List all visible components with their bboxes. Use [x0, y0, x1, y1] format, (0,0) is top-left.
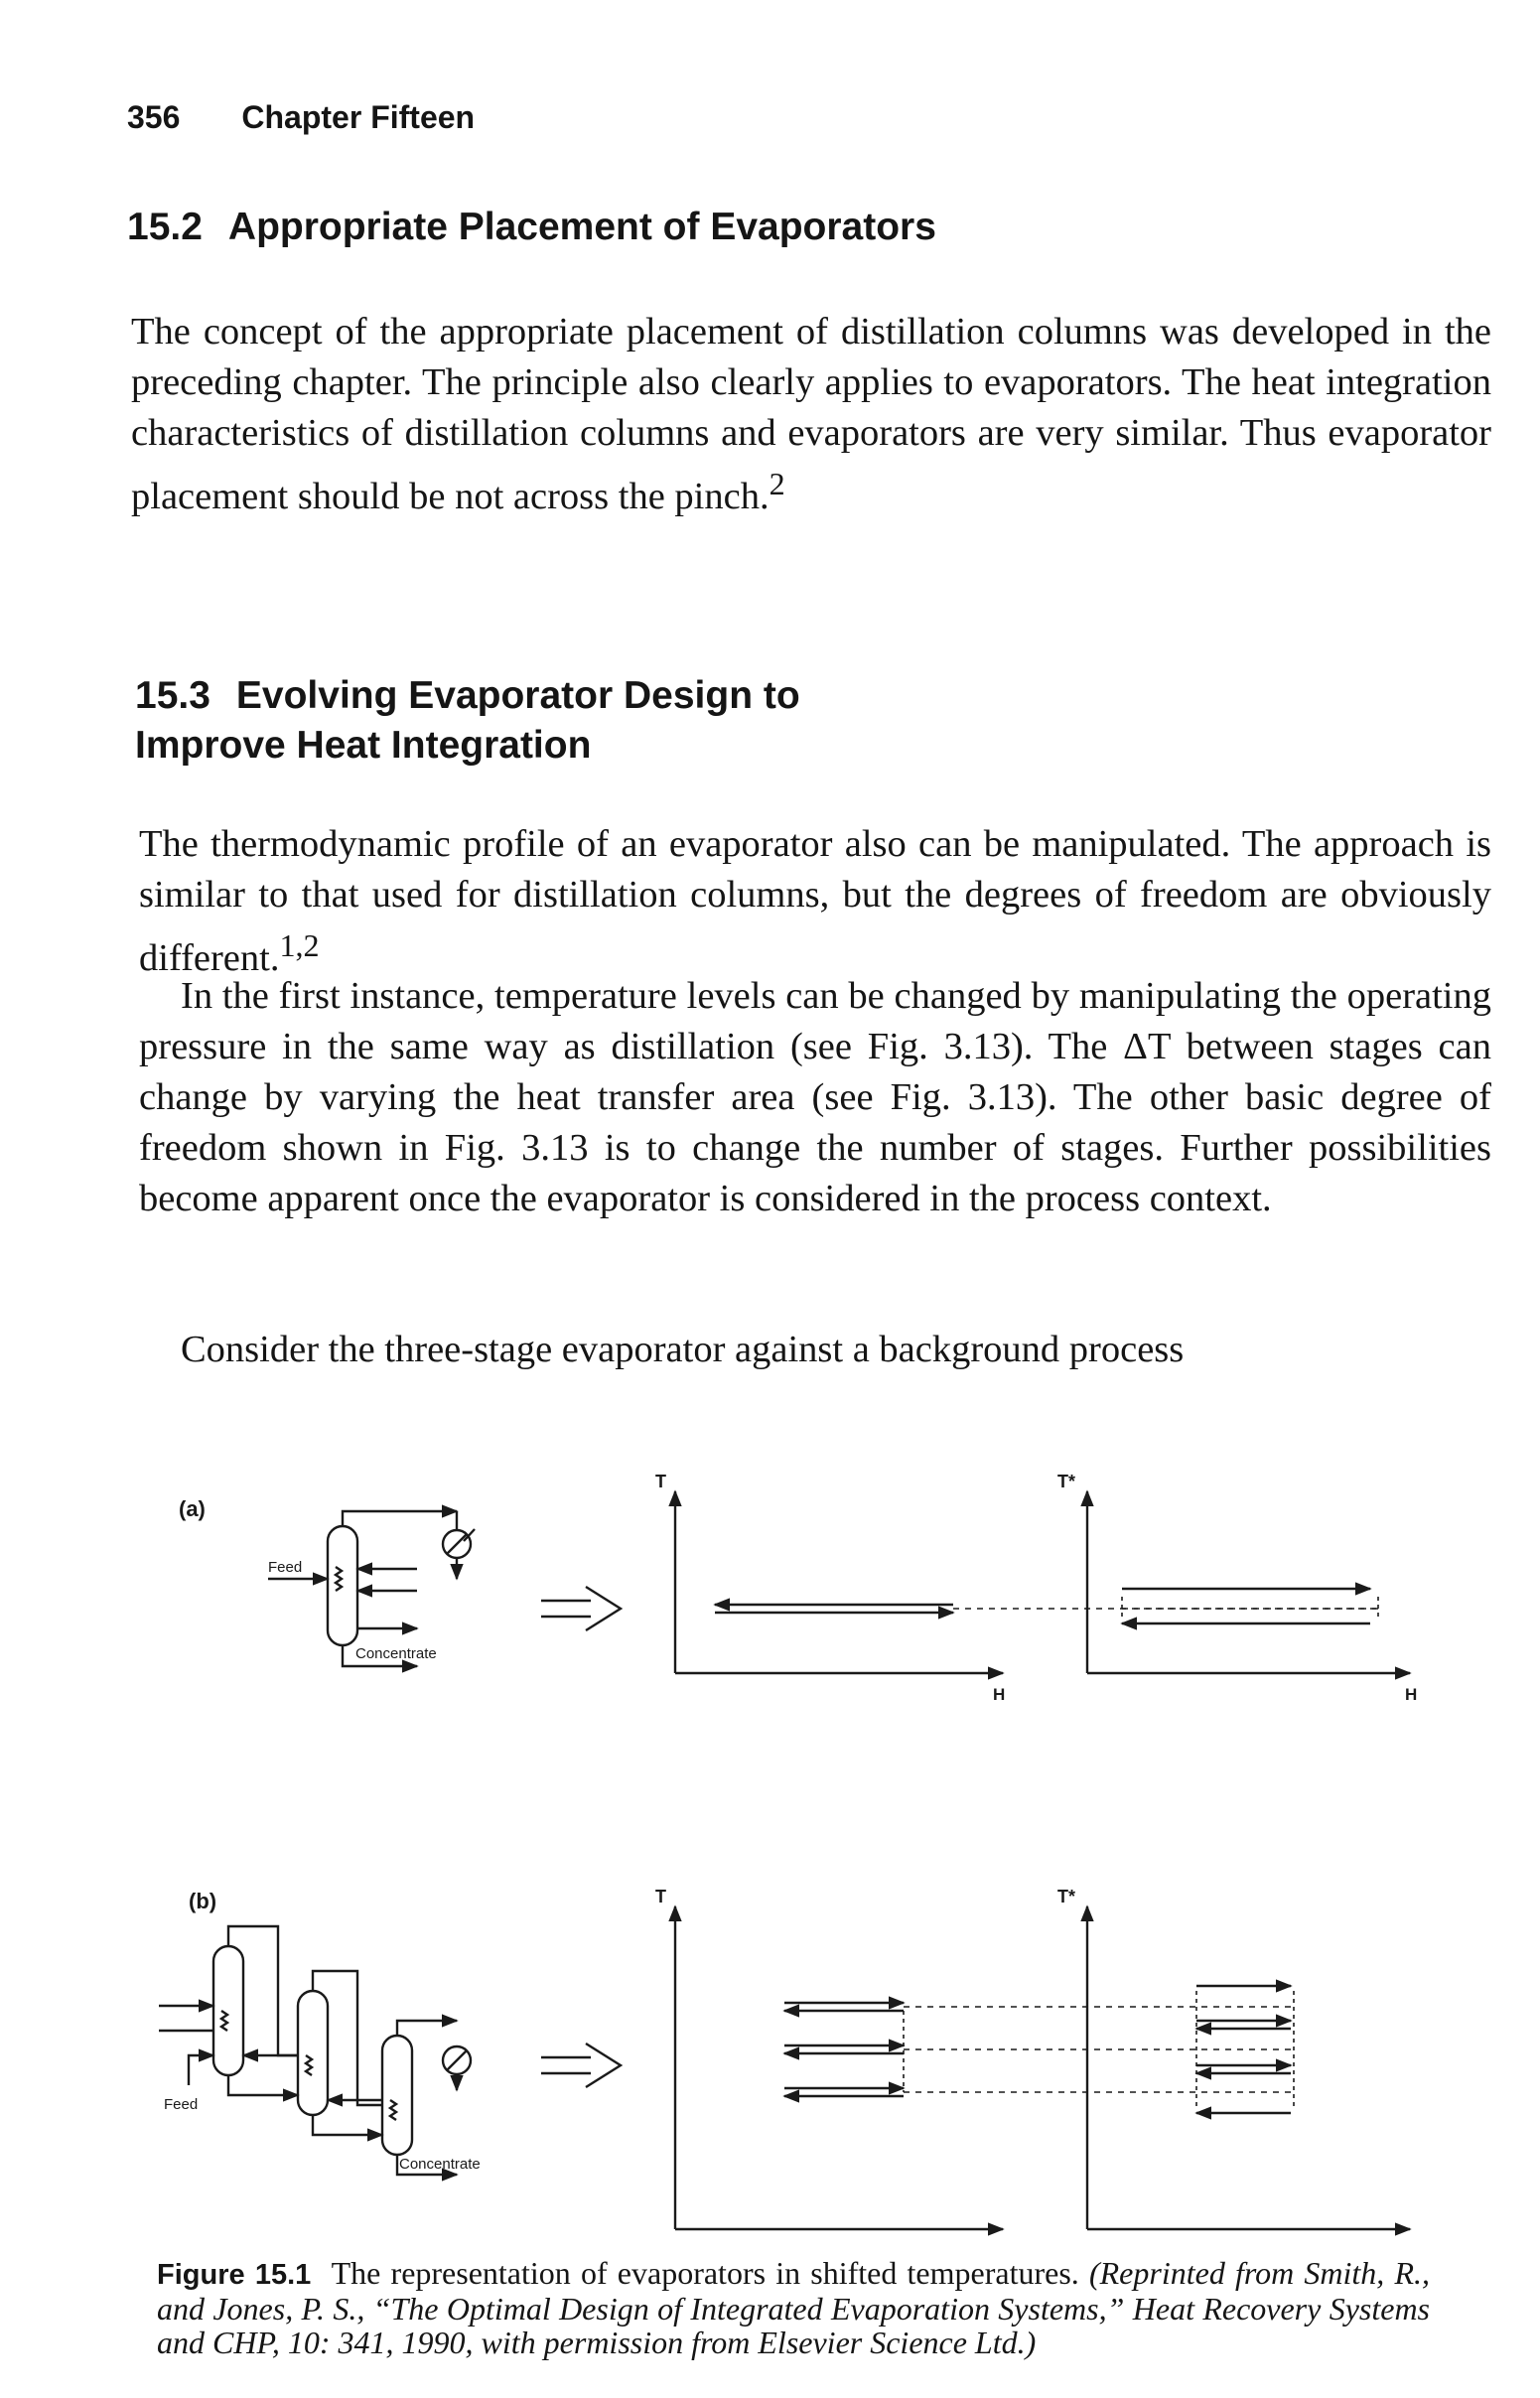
section-15-2-paragraph: The concept of the appropriate placement…	[131, 307, 1491, 522]
page-number: 356	[127, 99, 181, 135]
figure-label: Figure 15.1	[157, 2259, 312, 2291]
axis-t-label-b: T	[655, 1887, 666, 1906]
axis-tstar-label-a: T*	[1057, 1472, 1075, 1491]
section-15-3-paragraph-1: The thermodynamic profile of an evaporat…	[139, 819, 1491, 984]
plot-t-vs-h-b	[668, 1904, 1296, 2236]
section-15-3-paragraph-3: Consider the three-stage evaporator agai…	[181, 1329, 1185, 1370]
feed-label-b: Feed	[164, 2096, 198, 2113]
axis-t-label-a: T	[655, 1472, 666, 1491]
caption-credit: (Reprinted from Smith, R., and Jones, P.…	[157, 2255, 1431, 2360]
concentrate-label-b: Concentrate	[399, 2156, 481, 2173]
plot-tstar-vs-h-b	[1080, 1904, 1412, 2236]
feed-label-a: Feed	[268, 1559, 302, 1576]
paragraph-text: The thermodynamic profile of an evaporat…	[139, 823, 1491, 979]
reference-superscript: 1,2	[279, 927, 320, 963]
panel-b-label: (b)	[189, 1889, 216, 1913]
plot-t-vs-h-a	[668, 1489, 1380, 1680]
transform-arrow-b	[541, 2042, 624, 2089]
caption-text: The representation of evaporators in shi…	[331, 2255, 1079, 2291]
section-title-line2: Improve Heat Integration	[135, 724, 592, 767]
plot-tstar-vs-h-a	[1080, 1489, 1412, 1680]
panel-a-label: (a)	[179, 1496, 206, 1521]
axis-tstar-label-b: T*	[1057, 1887, 1075, 1906]
running-head: 356 Chapter Fifteen	[127, 99, 536, 136]
transform-arrow-a	[541, 1585, 624, 1632]
reference-superscript: 2	[769, 466, 785, 501]
section-title: Appropriate Placement of Evaporators	[227, 206, 936, 248]
figure-15-1: (a) Feed Concentrate T H	[159, 1472, 1417, 2244]
chapter-title: Chapter Fifteen	[241, 99, 476, 135]
section-title-line1: Evolving Evaporator Design to	[235, 674, 800, 717]
figure-caption: Figure 15.1 The representation of evapor…	[157, 2256, 1430, 2359]
section-heading-15-3: 15.3 Evolving Evaporator Design to Improv…	[135, 671, 800, 771]
axis-h-label-b: H	[993, 2241, 1005, 2244]
section-15-3-paragraph-2: In the first instance, temperature level…	[139, 975, 1491, 1219]
single-evaporator-icon	[268, 1504, 476, 1673]
axis-h-label-b2: H	[1405, 2241, 1417, 2244]
three-stage-evaporator-icon	[159, 1924, 473, 2182]
section-number: 15.3	[135, 674, 210, 717]
axis-h-label-a2: H	[1405, 1685, 1417, 1704]
paragraph-text: The concept of the appropriate placement…	[131, 311, 1491, 517]
concentrate-label-a: Concentrate	[355, 1645, 437, 1662]
section-heading-15-2: 15.2 Appropriate Placement of Evaporators	[127, 203, 936, 252]
section-number: 15.2	[127, 206, 203, 248]
axis-h-label-a: H	[993, 1685, 1005, 1704]
